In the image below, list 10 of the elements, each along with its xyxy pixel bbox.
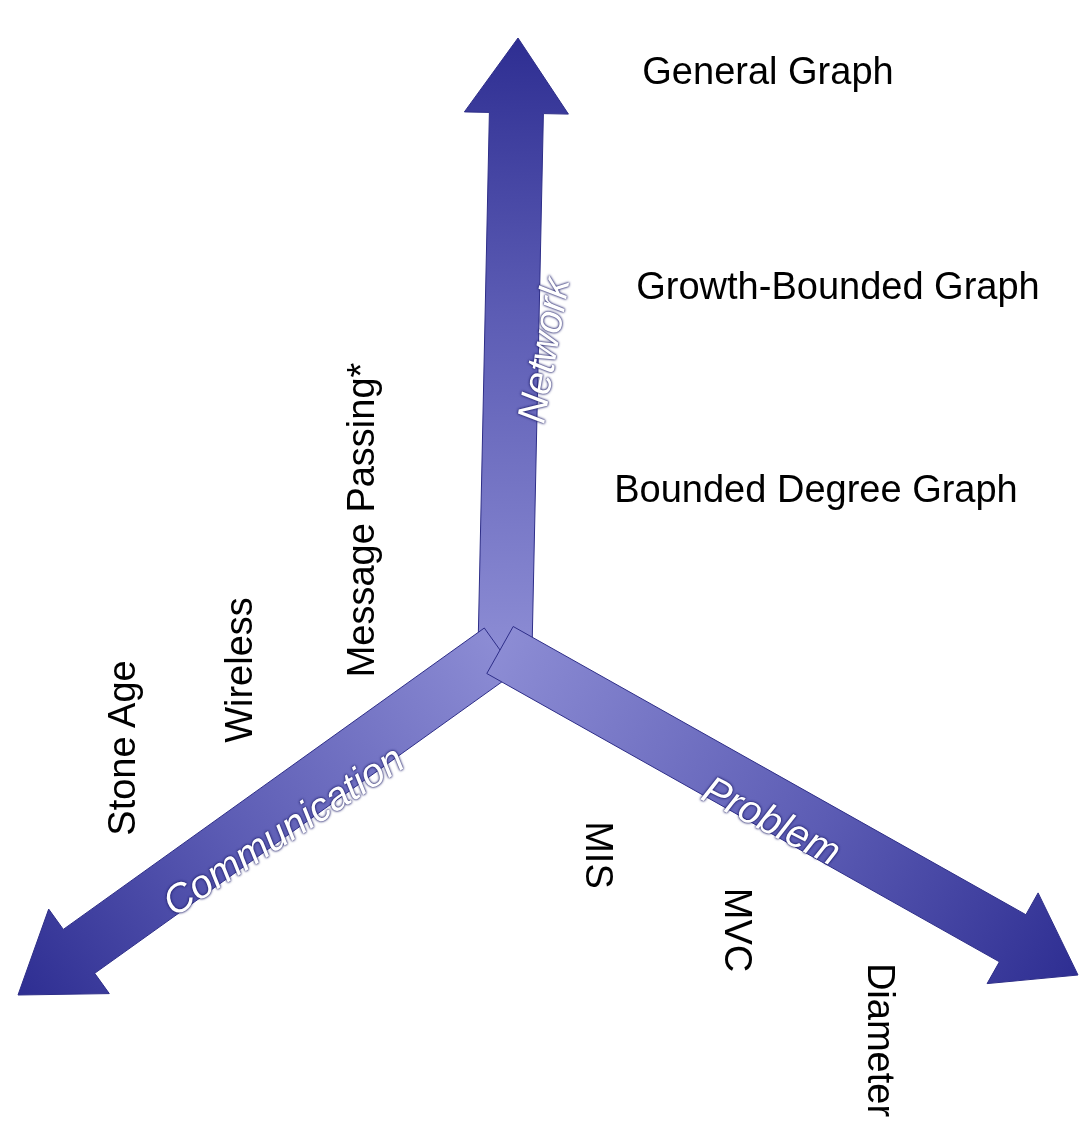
- axis-value-label: MVC: [716, 887, 758, 973]
- axis-value-label: Wireless: [219, 597, 261, 743]
- axis-title: Network: [508, 273, 578, 427]
- axis-value-label: Message Passing*: [341, 362, 383, 678]
- axis-value-label: Growth-Bounded Graph: [636, 266, 1040, 308]
- axis-value-label: Stone Age: [102, 660, 144, 836]
- axis-value-label: Diameter: [859, 962, 901, 1118]
- axis-value-label: MIS: [577, 821, 619, 889]
- axis-value-label: General Graph: [642, 51, 894, 93]
- axis-value-label: Bounded Degree Graph: [614, 469, 1018, 511]
